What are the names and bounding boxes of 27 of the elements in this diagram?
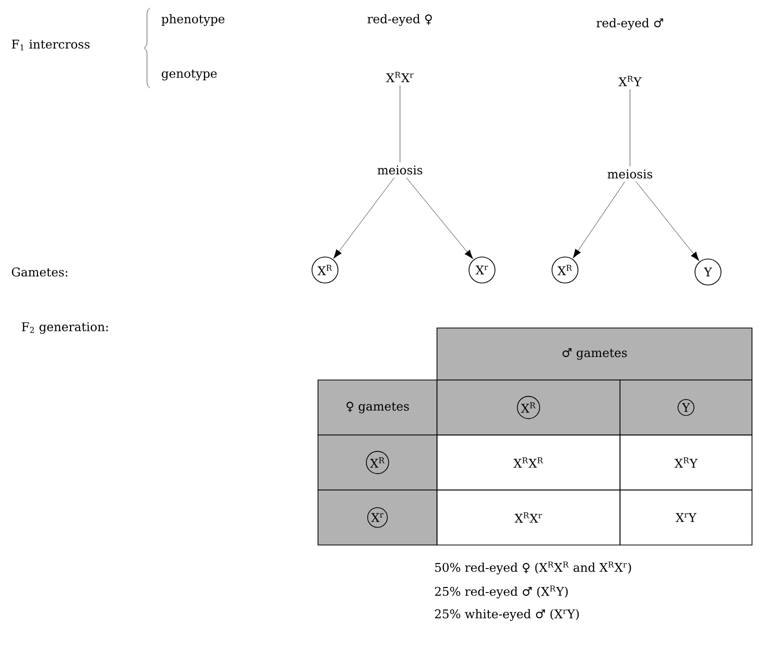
table-cell: X$^{R}$Y [620,434,752,490]
table-cell: X$^{R}$X$^{r}$ [436,490,620,546]
table-cell: Y [620,380,752,436]
row-label: phenotype [162,14,224,26]
meiosis-label: meiosis [608,170,652,178]
table-cell: X$^{R}$ [318,434,438,490]
table-cell: ♀ gametes [318,380,438,436]
row-label: Gametes: [12,267,68,277]
result-line: 25% white-eyed ♂ (X$^{r}$Y) [435,609,579,621]
result-line: 50% red-eyed ♀ (X$^{R}$X$^{R}$ and X$^{R}$X$^{r}$) [435,562,631,574]
result-line: 25% red-eyed ♂ (X$^{R}$Y) [435,586,568,598]
table-cell: X$^{r}$ [318,490,438,546]
arrow [333,178,394,259]
genotype-label: X$^{R}$X$^{r}$ [386,72,414,82]
genotype-label: X$^{R}$Y [618,76,642,86]
phenotype-label: red-eyed ♂ [596,18,664,30]
table-cell: X$^{r}$Y [620,490,752,546]
arrow [406,178,474,260]
meiosis-label: meiosis [378,166,422,174]
row-label: F$_{2}$ generation: [22,322,108,334]
arrow [636,182,700,262]
cross-label: F$_{1}$ intercross [12,40,90,50]
arrow [572,182,625,258]
table-cell: X$^{R}$ [436,380,620,436]
phenotype-label: red-eyed ♀ [368,14,432,26]
row-label: genotype [162,70,217,80]
table-cell: X$^{R}$X$^{R}$ [436,434,620,490]
